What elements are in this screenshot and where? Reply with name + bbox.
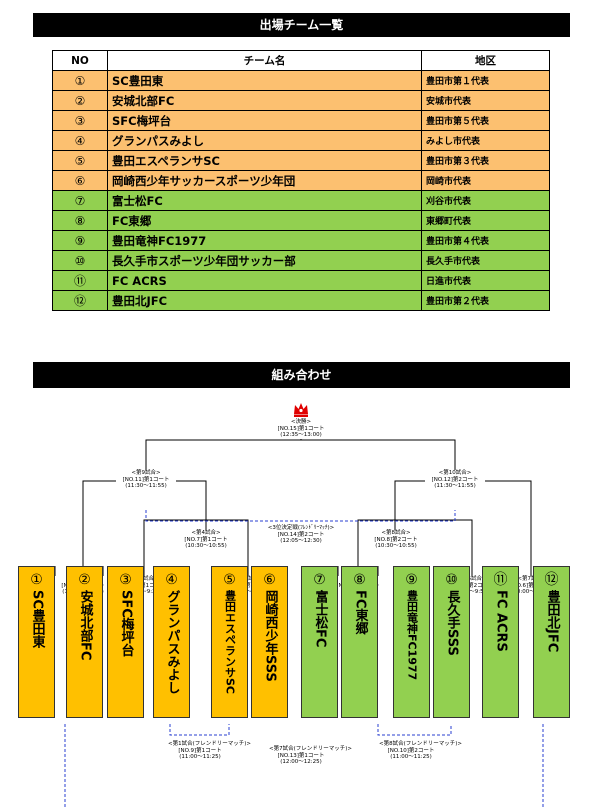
team-box-number: ⑪: [493, 572, 508, 588]
team-box-name: SC豊田東: [29, 590, 45, 648]
bracket-banner: 組み合わせ: [33, 362, 570, 388]
third-place-label: <3位決定戦(ﾌﾚﾝﾄﾞﾘｰﾏｯﾁ)> [NO.14]第2コート (12:05～…: [256, 525, 346, 545]
team-box: ② 安城北部FC: [66, 566, 103, 718]
team-box-number: ⑨: [405, 572, 418, 588]
team-box-name: 長久手SSS: [444, 590, 460, 656]
header-area: 地区: [421, 50, 550, 71]
qf-left-label: <第4試合> [NO.7]第1コート (10:30～10:55): [176, 530, 236, 550]
team-area-cell: 長久手市代表: [421, 250, 550, 271]
team-no-cell: ⑥: [52, 170, 108, 191]
team-box-name: 豊田北JFC: [544, 590, 560, 653]
bracket-title: 組み合わせ: [271, 368, 332, 382]
team-name-cell: 安城北部FC: [107, 90, 422, 111]
team-area-cell: 安城市代表: [421, 90, 550, 111]
friendly-mid-label: <第7試合(フレンドリーマッチ)> [NO.13]第1コート (12:00～12…: [269, 746, 353, 766]
team-name-cell: グランパスみよし: [107, 130, 422, 151]
team-box-number: ⑫: [544, 572, 559, 588]
team-area-cell: 豊田市第１代表: [421, 70, 550, 91]
team-box-number: ④: [165, 572, 178, 588]
friendly-left-label: <第1試合(フレンドリーマッチ)> [NO.9]第1コート (11:00～11:…: [168, 741, 252, 761]
team-box: ⑨ 豊田竜神FC1977: [393, 566, 430, 718]
team-box-name: SFC梅坪台: [118, 590, 134, 657]
team-box-number: ⑦: [313, 572, 326, 588]
qf-right-label: <第8試合> [NO.8]第2コート (10:30～10:55): [366, 530, 426, 550]
team-box-name: 岡崎西少年SSS: [262, 590, 278, 682]
team-area-cell: 刈谷市代表: [421, 190, 550, 211]
team-no-cell: ⑦: [52, 190, 108, 211]
team-name-cell: 豊田北JFC: [107, 290, 422, 311]
team-name-cell: 岡崎西少年サッカースポーツ少年団: [107, 170, 422, 191]
team-no-cell: ③: [52, 110, 108, 131]
team-box-name: 富士松FC: [312, 590, 328, 648]
team-no-cell: ④: [52, 130, 108, 151]
team-no-cell: ⑫: [52, 290, 108, 311]
team-box: ④ グランパスみよし: [153, 566, 190, 718]
team-area-cell: みよし市代表: [421, 130, 550, 151]
team-box-number: ①: [30, 572, 43, 588]
team-box-name: 豊田エスペランサSC: [223, 590, 237, 694]
semi2-label: <第10試合> [NO.12]第2コート (11:30～11:55): [425, 470, 485, 490]
team-box: ③ SFC梅坪台: [107, 566, 144, 718]
team-box: ⑤ 豊田エスペランサSC: [211, 566, 248, 718]
team-list-title: 出場チーム一覧: [259, 18, 344, 32]
team-area-cell: 豊田市第２代表: [421, 290, 550, 311]
team-list-banner: 出場チーム一覧: [33, 13, 570, 37]
team-box: ⑥ 岡崎西少年SSS: [251, 566, 288, 718]
team-no-cell: ②: [52, 90, 108, 111]
team-name-cell: 豊田竜神FC1977: [107, 230, 422, 251]
team-name-cell: 豊田エスペランサSC: [107, 150, 422, 171]
team-box-number: ⑥: [263, 572, 276, 588]
semi1-label: <第9試合> [NO.11]第1コート (11:30～11:55): [116, 470, 176, 490]
team-box: ⑦ 富士松FC: [301, 566, 338, 718]
team-box: ⑩ 長久手SSS: [433, 566, 470, 718]
team-no-cell: ⑪: [52, 270, 108, 291]
team-box-name: FC東郷: [352, 590, 368, 635]
team-box-number: ⑩: [445, 572, 458, 588]
team-box-number: ③: [119, 572, 132, 588]
header-no: NO: [52, 50, 108, 71]
team-box-number: ⑤: [223, 572, 236, 588]
team-box-name: 豊田竜神FC1977: [405, 590, 419, 681]
team-box-name: グランパスみよし: [164, 590, 180, 694]
team-box: ① SC豊田東: [18, 566, 55, 718]
team-box-number: ⑧: [353, 572, 366, 588]
team-name-cell: SC豊田東: [107, 70, 422, 91]
team-box: ⑪ FC ACRS: [482, 566, 519, 718]
team-name-cell: FC東郷: [107, 210, 422, 231]
team-box-name: 安城北部FC: [77, 590, 93, 661]
team-box: ⑫ 豊田北JFC: [533, 566, 570, 718]
team-area-cell: 東郷町代表: [421, 210, 550, 231]
friendly-right-label: <第8試合(フレンドリーマッチ)> [NO.10]第2コート (11:00～11…: [379, 741, 463, 761]
team-no-cell: ⑤: [52, 150, 108, 171]
team-box-number: ②: [78, 572, 91, 588]
crown-icon: [294, 403, 308, 417]
final-label: <決勝> [NO.15]第1コート (12:35～13:00): [271, 419, 331, 439]
team-no-cell: ⑨: [52, 230, 108, 251]
team-box-name: FC ACRS: [493, 590, 509, 652]
team-box: ⑧ FC東郷: [341, 566, 378, 718]
